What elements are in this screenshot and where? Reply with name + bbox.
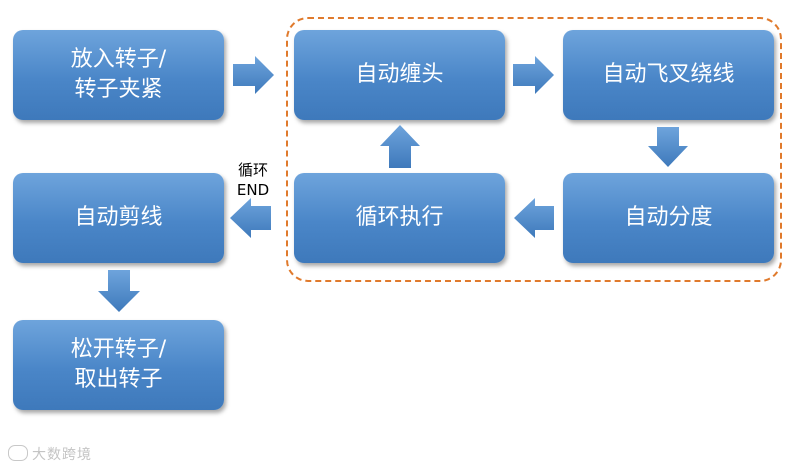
arrow-down-icon: [98, 270, 140, 312]
arrow-right-icon: [233, 56, 274, 94]
step-auto-wind-head: 自动缠头: [294, 30, 505, 120]
arrow-down-icon: [648, 127, 688, 167]
step-load-rotor: 放入转子/ 转子夹紧: [13, 30, 224, 120]
arrow-up-icon: [380, 125, 420, 168]
loop-end-label: 循环 END: [236, 161, 270, 199]
step-loop-execute: 循环执行: [294, 173, 505, 263]
step-auto-cut: 自动剪线: [13, 173, 224, 263]
loop-group-border: [286, 17, 782, 282]
arrow-left-icon: [514, 198, 554, 238]
step-auto-indexing: 自动分度: [563, 173, 774, 263]
step-unload-rotor: 松开转子/ 取出转子: [13, 320, 224, 410]
arrow-right-icon: [513, 56, 554, 94]
watermark-logo-icon: [8, 445, 28, 461]
arrow-left-icon: [230, 198, 271, 238]
step-auto-flyer-winding: 自动飞叉绕线: [563, 30, 774, 120]
watermark: 大数跨境: [8, 444, 92, 464]
watermark-text: 大数跨境: [32, 447, 92, 463]
